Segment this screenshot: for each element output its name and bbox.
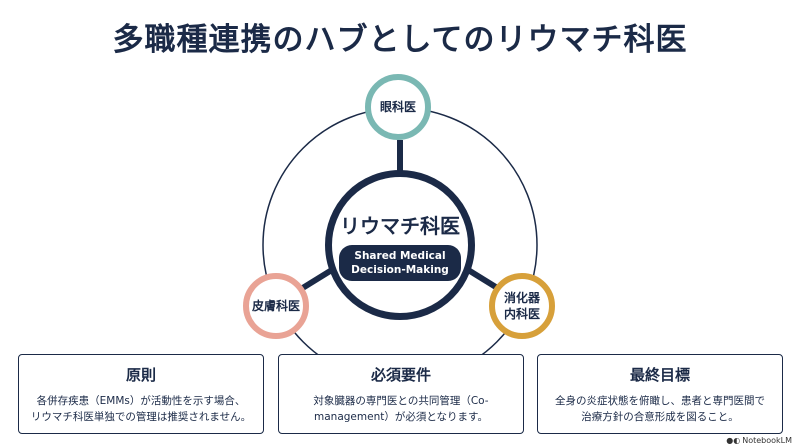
satellite-gastroenterologist: 消化器 内科医 [489, 273, 555, 339]
card-body: 各併存疾患（EMMs）が活動性を示す場合、 リウマチ科医単独での管理は推奨されま… [19, 393, 263, 425]
card-body-line1: 対象臓器の専門医との共同管理（Co- [313, 395, 489, 407]
requirement-card: 必須要件 対象臓器の専門医との共同管理（Co- management）が必須とな… [278, 354, 524, 434]
card-title: 最終目標 [629, 366, 690, 384]
notebooklm-icon: ●◐ [726, 436, 741, 445]
card-title: 原則 [125, 366, 156, 384]
card-body-line2: 治療方針の合意形成を図ること。 [581, 411, 739, 423]
spoke-gi [463, 265, 501, 292]
card-body: 全身の炎症状態を俯瞰し、患者と専門医間で 治療方針の合意形成を図ること。 [538, 393, 782, 425]
goal-card: 最終目標 全身の炎症状態を俯瞰し、患者と専門医間で 治療方針の合意形成を図ること… [537, 354, 783, 434]
card-title: 必須要件 [370, 366, 431, 384]
shared-decision-badge: Shared Medical Decision-Making [339, 244, 461, 281]
hub-title: リウマチ科医 [340, 213, 460, 238]
card-body-line1: 全身の炎症状態を俯瞰し、患者と専門医間で [555, 395, 765, 407]
badge-line1: Shared Medical [354, 249, 446, 262]
card-body-line2: management）が必須となります。 [314, 411, 488, 423]
satellite-label: 眼科医 [379, 100, 416, 114]
badge-line2: Decision-Making [351, 263, 449, 276]
satellite-label: 皮膚科医 [251, 299, 300, 313]
satellite-label-line2: 内科医 [503, 307, 540, 321]
card-body-line2: リウマチ科医単独での管理は推奨されません。 [30, 411, 252, 423]
notebooklm-watermark: ●◐ NotebookLM [726, 436, 792, 445]
card-body-line1: 各併存疾患（EMMs）が活動性を示す場合、 [36, 395, 246, 407]
card-body: 対象臓器の専門医との共同管理（Co- management）が必須となります。 [279, 393, 523, 425]
principle-card: 原則 各併存疾患（EMMs）が活動性を示す場合、 リウマチ科医単独での管理は推奨… [18, 354, 264, 434]
watermark-text: NotebookLM [742, 436, 792, 445]
satellite-label-line1: 消化器 [503, 291, 540, 305]
satellite-dermatologist: 皮膚科医 [243, 273, 309, 339]
hub-rheumatologist: リウマチ科医 Shared Medical Decision-Making [325, 170, 475, 320]
page-title: 多職種連携のハブとしてのリウマチ科医 [112, 22, 688, 58]
satellite-ophthalmologist: 眼科医 [365, 74, 431, 140]
